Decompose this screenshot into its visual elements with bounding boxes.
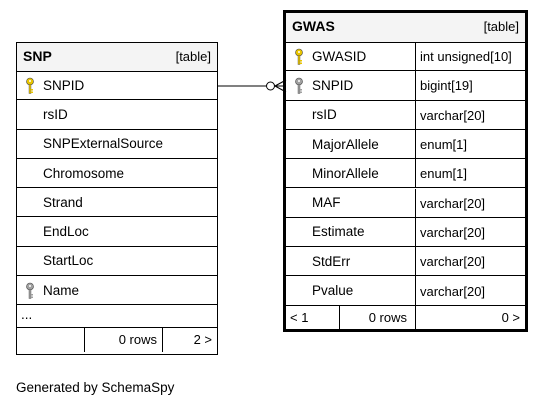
gwas-row-count: 0 rows xyxy=(368,310,407,325)
column-type: int unsigned[10] xyxy=(420,49,512,65)
gwas-column-row[interactable]: MajorAllele enum[1] xyxy=(286,129,525,160)
column-name: Chromosome xyxy=(43,165,125,181)
column-type: varchar[20] xyxy=(420,254,486,270)
ellipsis-text: ... xyxy=(21,307,33,322)
gwas-column-row[interactable]: Pvalue varchar[20] xyxy=(286,276,525,306)
column-name: Name xyxy=(43,282,80,298)
column-name: SNPID xyxy=(312,77,354,93)
snp-row-count: 0 rows xyxy=(118,332,157,347)
column-name: SNPID xyxy=(43,77,85,93)
snp-column-row[interactable]: rsID xyxy=(17,100,217,130)
column-type: varchar[20] xyxy=(420,283,486,299)
column-name: MinorAllele xyxy=(312,165,379,181)
column-name: SNPExternalSource xyxy=(43,136,164,152)
gwas-column-row[interactable]: MinorAllele enum[1] xyxy=(286,159,525,189)
gwas-table-header[interactable]: GWAS [table] xyxy=(286,13,525,43)
optional-circle-icon xyxy=(266,81,275,91)
column-type: varchar[20] xyxy=(420,224,486,240)
gwas-children-link[interactable]: 0 > xyxy=(501,310,520,325)
foreign-key-icon xyxy=(294,77,304,95)
snp-table-footer: 0 rows 2 > xyxy=(17,328,217,352)
gwas-column-row[interactable]: GWASID int unsigned[10] xyxy=(286,42,525,72)
snp-column-row[interactable]: EndLoc xyxy=(17,218,217,247)
column-name: MAF xyxy=(312,195,341,211)
snp-children-link[interactable]: 2 > xyxy=(193,332,212,347)
snp-column-row[interactable]: Chromosome xyxy=(17,159,217,189)
gwas-table-kind: [table] xyxy=(483,19,519,34)
snp-table-name: SNP xyxy=(23,48,52,64)
column-name: rsID xyxy=(43,106,68,122)
column-type: enum[1] xyxy=(420,166,467,182)
column-name: Strand xyxy=(43,194,83,210)
column-name: Pvalue xyxy=(312,283,354,299)
gwas-column-row[interactable]: MAF varchar[20] xyxy=(286,188,525,218)
column-name: EndLoc xyxy=(43,224,89,240)
column-name: GWASID xyxy=(312,48,367,64)
snp-column-row[interactable]: StartLoc xyxy=(17,247,217,277)
gwas-column-row[interactable]: rsID varchar[20] xyxy=(286,100,525,130)
generated-by-text: Generated by SchemaSpy xyxy=(16,380,175,395)
column-name: MajorAllele xyxy=(312,136,379,152)
gwas-table[interactable]: GWAS [table] GWASID int unsigned[10] SNPID… xyxy=(283,10,528,332)
primary-key-icon xyxy=(25,77,35,95)
gwas-table-footer: < 1 0 rows 0 > xyxy=(286,306,525,330)
column-type: varchar[20] xyxy=(420,107,486,123)
snp-table-kind: [table] xyxy=(175,49,211,64)
column-type: varchar[20] xyxy=(420,195,486,211)
column-name: Estimate xyxy=(312,224,365,240)
gwas-parents-link[interactable]: < 1 xyxy=(290,310,309,325)
crowfoot-icon xyxy=(274,79,287,87)
snp-column-row[interactable]: Name xyxy=(17,276,217,306)
gwas-table-name: GWAS xyxy=(292,18,335,34)
primary-key-icon xyxy=(294,48,304,66)
snp-column-row[interactable]: Strand xyxy=(17,188,217,218)
gwas-column-row[interactable]: SNPID bigint[19] xyxy=(286,71,525,101)
snp-table-header[interactable]: SNP [table] xyxy=(17,43,217,72)
gwas-column-row[interactable]: StdErr varchar[20] xyxy=(286,247,525,277)
column-type: bigint[19] xyxy=(420,78,473,94)
column-name: rsID xyxy=(312,107,337,123)
column-type: enum[1] xyxy=(420,137,467,153)
snp-more-columns: ... xyxy=(17,305,217,328)
index-key-icon xyxy=(25,282,35,300)
snp-column-row[interactable]: SNPExternalSource xyxy=(17,130,217,159)
snp-column-row[interactable]: SNPID xyxy=(17,71,217,101)
gwas-column-row[interactable]: Estimate varchar[20] xyxy=(286,217,525,248)
column-name: StartLoc xyxy=(43,253,94,269)
column-name: StdErr xyxy=(312,253,351,269)
